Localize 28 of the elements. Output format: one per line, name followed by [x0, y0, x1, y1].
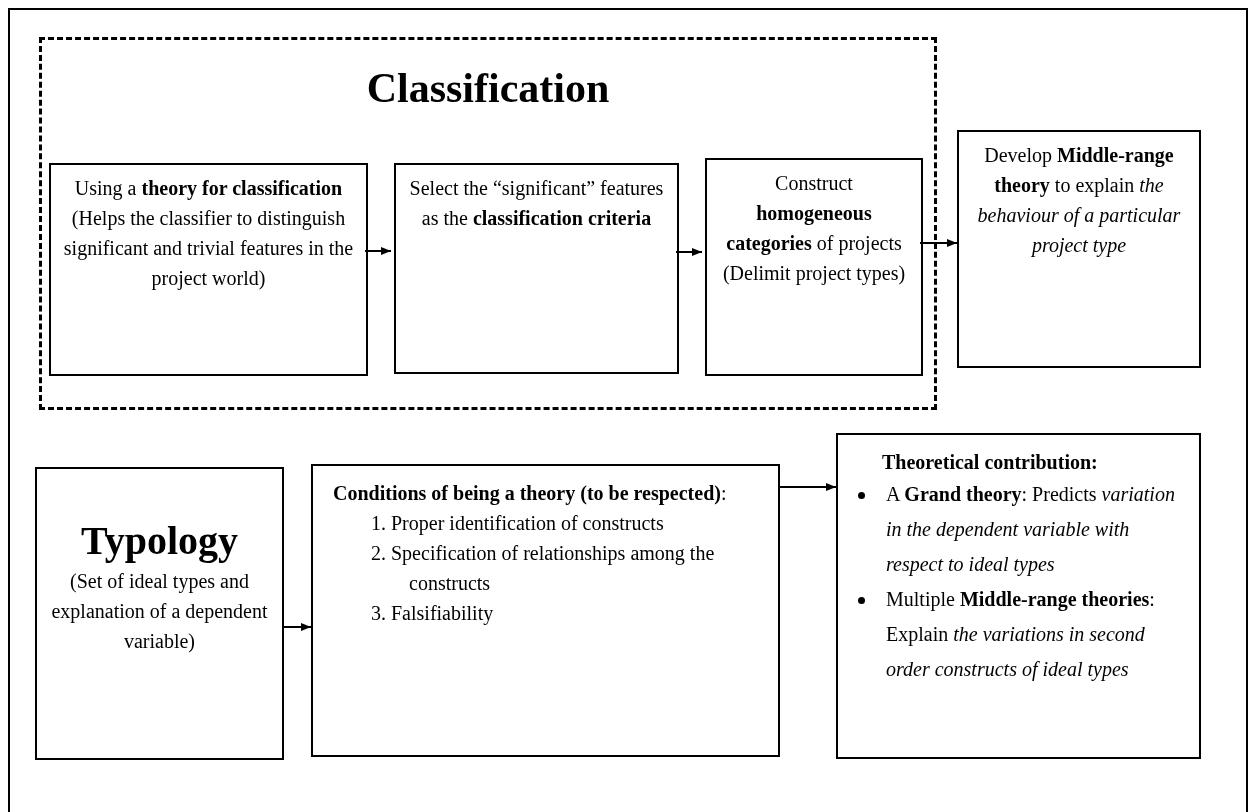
- box-text: Construct homogeneous categories of projects (Delimit project types): [721, 171, 907, 287]
- list-item: 2. Specification of relationships among the constructs: [370, 541, 716, 596]
- list-item: Multiple Middle-range theories: Explain the variations in second order constructs of ideal types: [886, 587, 1156, 683]
- arrow: [364, 247, 392, 255]
- box-text: Select the “significant” features as the classification criteria: [408, 176, 665, 231]
- box-heading: Theoretical contribution:: [881, 450, 1099, 475]
- process-box: [836, 433, 1201, 759]
- group-title: Classification: [365, 64, 611, 113]
- box-text: Using a theory for classification: [73, 176, 344, 202]
- arrow: [919, 239, 958, 247]
- box-heading: Conditions of being a theory (to be respected):: [333, 481, 728, 507]
- process-box: [311, 464, 780, 757]
- arrow: [675, 248, 703, 256]
- list-item: 1. Proper identification of constructs: [370, 511, 665, 537]
- box-text: Develop Middle-range theory to explain the behaviour of a particular project type: [976, 143, 1182, 259]
- dashed-group-frame: [39, 37, 937, 410]
- process-box: [394, 163, 679, 374]
- box-heading: Typology: [80, 516, 239, 565]
- list-item: A Grand theory: Predicts variation in the dependent variable with respect to ideal types: [886, 482, 1176, 578]
- box-text: (Helps the classifier to distinguish significant and trivial features in the project world): [63, 206, 354, 292]
- arrow: [283, 623, 312, 631]
- process-box: [957, 130, 1201, 368]
- process-box: [705, 158, 923, 376]
- process-box: [49, 163, 368, 376]
- process-box: [35, 467, 284, 760]
- list-item: 3. Falsifiability: [370, 601, 495, 627]
- box-text: (Set of ideal types and explanation of a dependent variable): [50, 568, 269, 655]
- arrow: [779, 483, 837, 491]
